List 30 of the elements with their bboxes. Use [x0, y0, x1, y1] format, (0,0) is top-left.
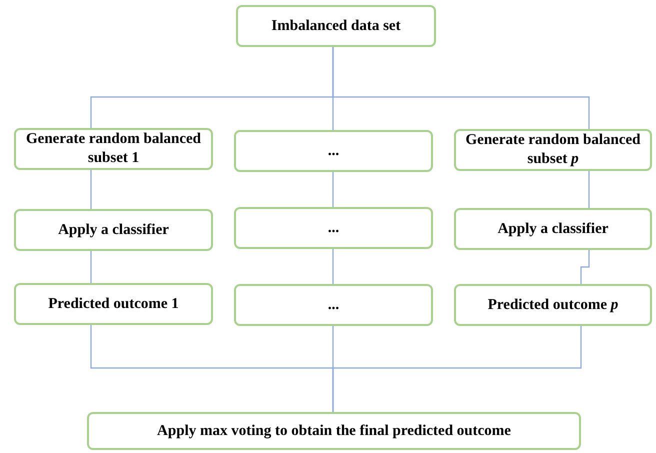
connector-line [332, 249, 334, 284]
connector-line [90, 170, 92, 209]
process-box [234, 207, 433, 249]
box-label: Apply a classifier [498, 220, 608, 238]
box-label: Imbalanced data set [271, 16, 401, 36]
box-label: Apply max voting to obtain the final predicted outcome [157, 422, 511, 440]
box-label: ... [328, 296, 340, 314]
box-label: Generate random balanced subset p [464, 131, 642, 169]
connector-line [332, 172, 334, 207]
box-label: ... [328, 218, 340, 238]
process-box [14, 128, 213, 170]
process-box [454, 208, 652, 250]
process-box [14, 283, 213, 325]
connector-line [90, 251, 92, 283]
connector-line [332, 326, 582, 412]
connector-line [580, 250, 590, 284]
process-box [87, 412, 581, 450]
box-label: ... [328, 142, 340, 160]
process-box [454, 129, 652, 171]
connector-line [332, 47, 590, 129]
process-box [234, 130, 433, 172]
box-label: Predicted outcome 1 [48, 294, 179, 314]
box-label: Generate random balanced subset 1 [25, 130, 202, 168]
connector-line [588, 171, 590, 208]
box-label: Apply a classifier [58, 220, 169, 240]
box-label: Predicted outcome p [488, 296, 618, 314]
process-box [234, 284, 433, 326]
process-box [14, 209, 213, 251]
process-box [454, 284, 652, 326]
process-box [236, 5, 436, 47]
